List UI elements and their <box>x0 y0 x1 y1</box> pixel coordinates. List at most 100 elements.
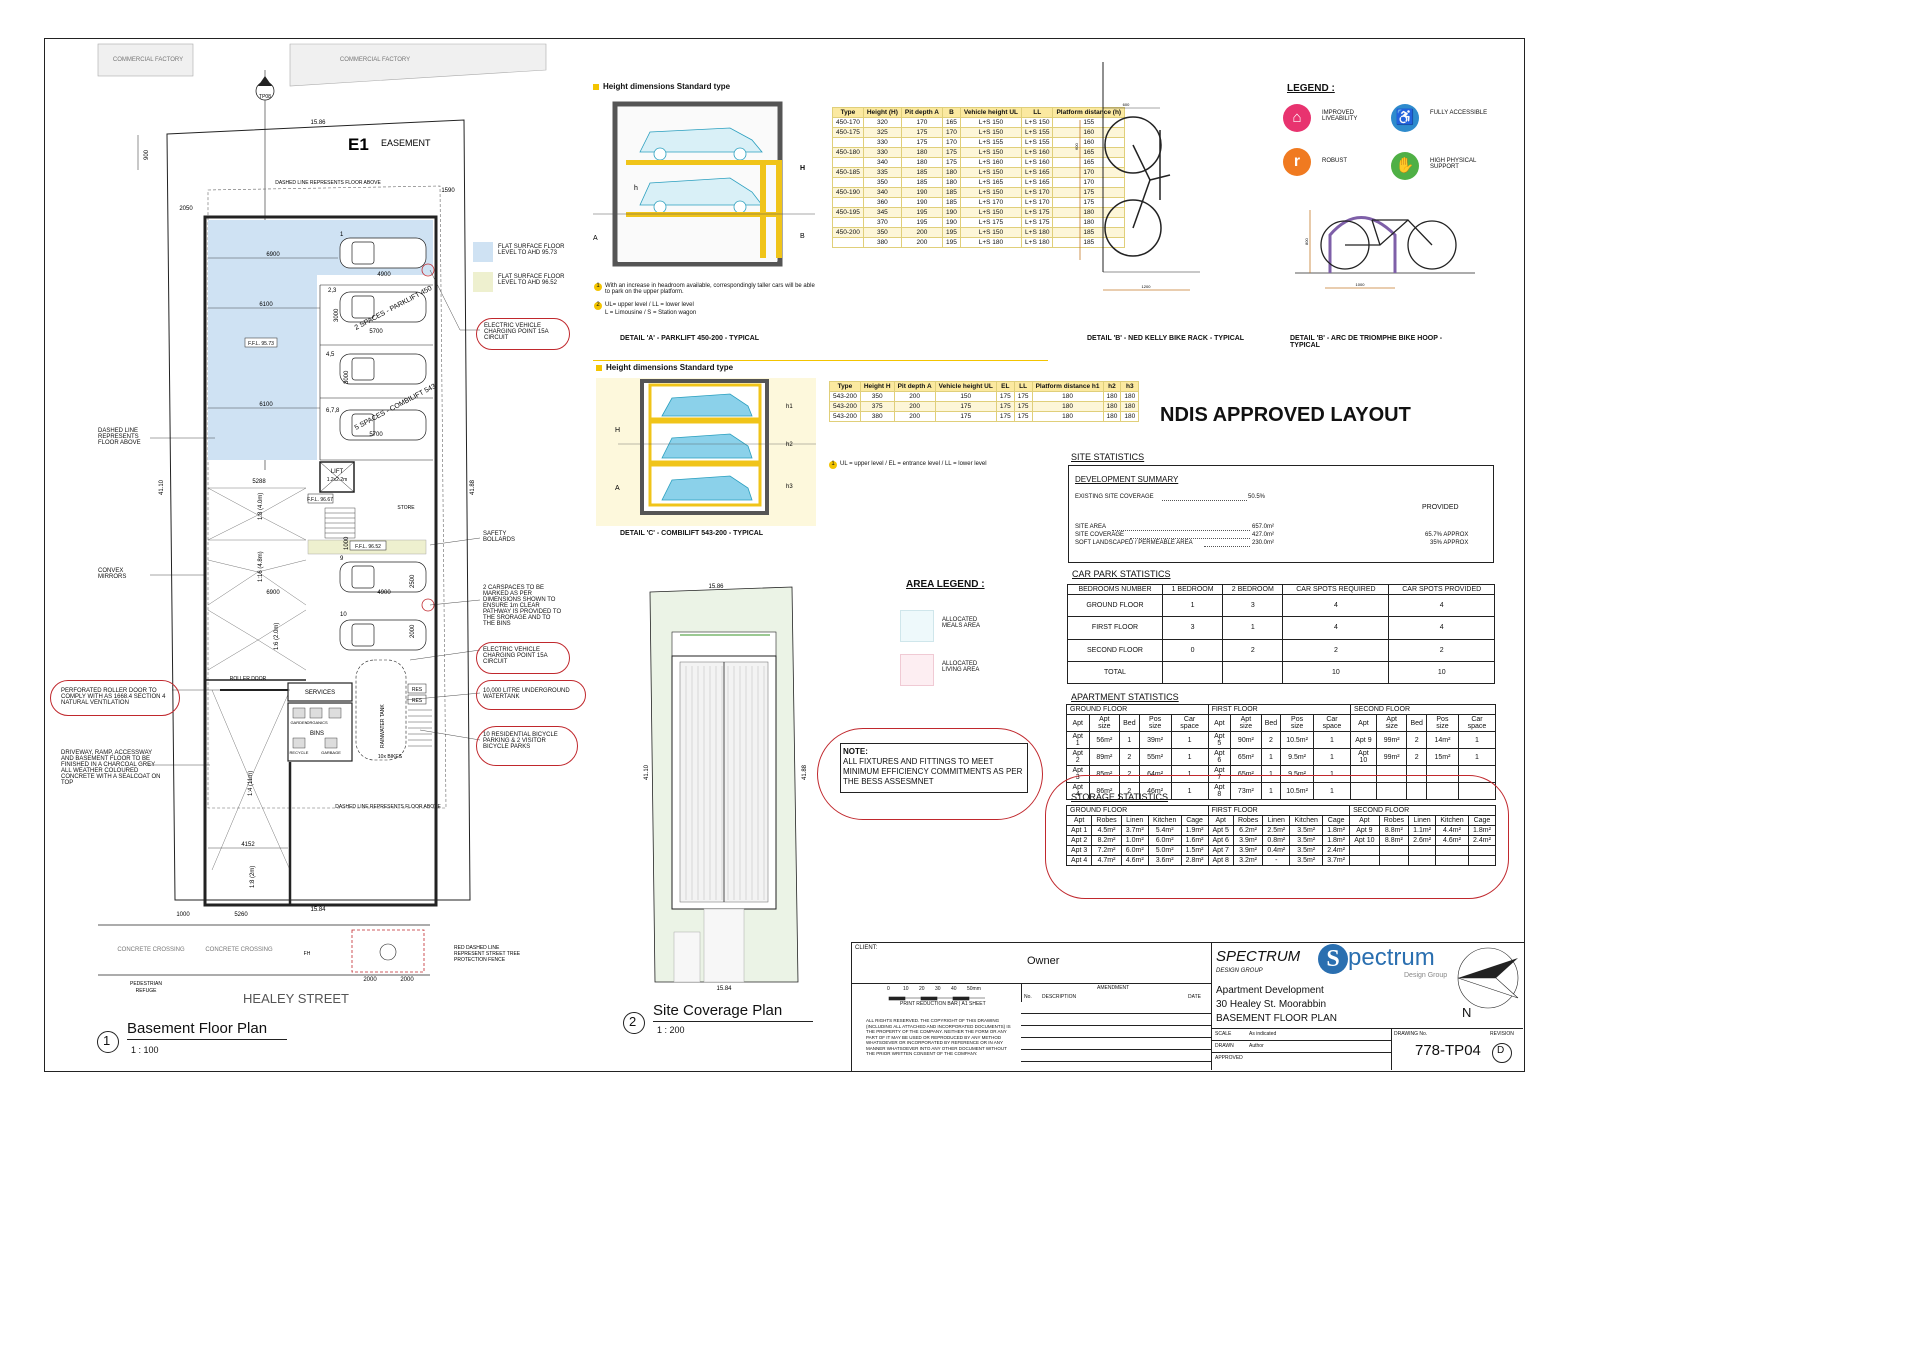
col-header: Robes <box>1091 815 1122 826</box>
car-park-cell: FIRST FLOOR <box>1067 616 1163 640</box>
col-header: Cage <box>1467 815 1497 826</box>
project-line-1: Apartment Development <box>1216 985 1324 996</box>
right-boundary-dim: 41.88 <box>470 479 476 495</box>
detail-a-cell: 185 <box>900 167 943 178</box>
dim-6100b: 6100 <box>259 402 273 408</box>
detail-a-cell: 170 <box>941 127 961 138</box>
space-num-9: 9 <box>340 556 344 562</box>
storage-cell <box>1349 845 1380 856</box>
existing-val: 50.5% <box>1248 494 1266 500</box>
car-space-4 <box>339 353 427 385</box>
soft-val: 230.0m² <box>1252 540 1275 546</box>
detail-a-cell: 320 <box>862 117 902 128</box>
dashed-top-label: DASHED LINE REPRESENTS FLOOR ABOVE <box>275 180 381 186</box>
scale-tick-5: 50mm <box>967 986 981 992</box>
storage-cell: 7.2m² <box>1091 845 1122 856</box>
detail-b1-caption: DETAIL 'B' - NED KELLY BIKE RACK - TYPIC… <box>1087 335 1245 342</box>
pedestrian-refuge-1: PEDESTRIAN <box>130 981 162 987</box>
tb-div-v3 <box>1391 1028 1392 1070</box>
detail-c-cell: 175 <box>934 401 997 412</box>
north-label: N <box>1462 1005 1472 1020</box>
storage-cell: 1.8m² <box>1467 825 1497 836</box>
ramp-lines <box>207 487 307 871</box>
detail-c-cell: 200 <box>893 391 936 402</box>
storage-cell: 3.2m² <box>1232 855 1264 866</box>
client-label: CLIENT: <box>855 945 878 951</box>
dev-summary-provided: PROVIDED <box>1422 504 1459 511</box>
dim-5700: 5700 <box>369 329 383 335</box>
basement-title-num: 1 <box>103 1033 111 1048</box>
detail-c-cell: 180 <box>1031 401 1104 412</box>
note-text: ALL FIXTURES AND FITTINGS TO MEET MINIMU… <box>843 757 1023 786</box>
detail-a-mark-B: B <box>800 233 805 240</box>
bikes-label: 10x BIKES <box>378 754 403 760</box>
site-boundary <box>166 119 471 901</box>
site-cov-title-circle <box>623 1012 645 1034</box>
detail-c-bullet <box>596 365 602 371</box>
detail-a-cell: 450-190 <box>832 187 864 198</box>
detail-c-cell: 180 <box>1120 401 1140 412</box>
detail-b2-caption: DETAIL 'B' - ARC DE TRIOMPHE BIKE HOOP -… <box>1290 335 1443 349</box>
dim-4900b: 4900 <box>377 590 391 596</box>
spectrum-logo: S pectrum Design Group <box>1318 944 1458 984</box>
apartment-cell: 89m² <box>1088 748 1121 766</box>
detail-a-cell: 450-185 <box>832 167 864 178</box>
tree-protection-fence <box>351 929 425 973</box>
detail-a-note-2b: L = Limousine / S = Station wagon <box>605 310 697 316</box>
dim-1590: 1590 <box>441 188 455 194</box>
apartment-cell: 1 <box>1457 748 1497 766</box>
car-park-cell <box>1161 660 1224 685</box>
easement-label: EASEMENT <box>381 138 431 148</box>
note-bollards: SAFETY BOLLARDS <box>483 531 516 543</box>
detail-a-cell: 180 <box>941 177 961 188</box>
res-box-1 <box>407 683 427 694</box>
site-area-val: 657.0m² <box>1252 524 1275 530</box>
detail-c-cell: 180 <box>1102 391 1122 402</box>
storage-floor-header: GROUND FLOOR <box>1066 805 1209 816</box>
apartment-cell: 1 <box>1170 748 1209 766</box>
site-stats-box <box>1068 465 1494 563</box>
storage-floor-header: FIRST FLOOR <box>1207 805 1351 816</box>
storage-cell <box>1378 855 1410 866</box>
detail-c-th: LL <box>1013 381 1033 392</box>
detail-a-cell: L+S 155 <box>1021 127 1054 138</box>
detail-c-cell: 180 <box>1120 411 1140 422</box>
dim-5288: 5288 <box>252 479 266 485</box>
col-header: Apt size <box>1375 714 1408 732</box>
commercial-factory-left-label: COMMERCIAL FACTORY <box>113 57 183 63</box>
detail-c-drawing: H A h1 h2 h3 <box>596 378 816 526</box>
apartment-cell: 39m² <box>1138 731 1172 749</box>
concrete-crossing-2: CONCRETE CROSSING <box>205 947 273 953</box>
note-bicycle-cloud <box>476 726 578 766</box>
drawing-frame <box>44 38 1525 1072</box>
detail-a-cell <box>832 157 864 168</box>
note-ev-1-cloud <box>476 318 570 350</box>
detail-a-cell <box>832 197 864 208</box>
storage-cell: 1.8m² <box>1322 835 1351 846</box>
apartment-cell: Apt 2 <box>1066 748 1090 766</box>
top-boundary-dim: 15.86 <box>310 120 326 126</box>
detail-b1-dim-h: 600 <box>1075 143 1079 150</box>
dim-2500: 2500 <box>410 574 416 588</box>
dim-900-top: 900 <box>137 135 150 170</box>
basement-title-rule <box>127 1039 287 1040</box>
detail-a-cell: 330 <box>862 147 902 158</box>
bin-icons <box>292 707 342 749</box>
logo-sub: Design Group <box>1404 972 1448 979</box>
detail-a-cell: L+S 175 <box>959 217 1023 228</box>
car-park-cell: TOTAL <box>1067 660 1163 685</box>
coverage-leader <box>1130 538 1250 539</box>
drawing-no-label: DRAWING No. <box>1394 1031 1428 1037</box>
storage-cell <box>1378 845 1410 856</box>
existing-leader <box>1162 500 1247 501</box>
car-space-2 <box>339 291 427 323</box>
logo-text: pectrum <box>1348 944 1435 971</box>
coverage-label: SITE COVERAGE <box>1075 532 1125 538</box>
col-header: Cage <box>1322 815 1351 826</box>
detail-a-cell: 170 <box>900 117 943 128</box>
